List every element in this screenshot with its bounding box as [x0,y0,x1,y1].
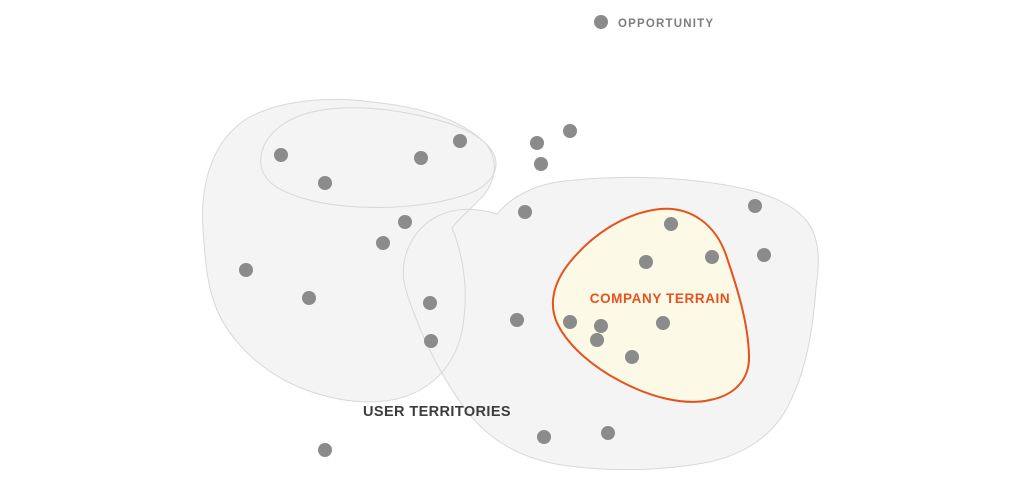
company-terrain-fill [552,208,750,402]
opportunity-dot [748,199,762,213]
opportunity-dot [424,334,438,348]
small-territory-fill [260,107,497,208]
legend-opportunity-dot-icon [594,15,608,29]
opportunity-dot [510,313,524,327]
opportunity-dot [656,316,670,330]
legend-opportunity-label: OPPORTUNITY [618,18,714,30]
opportunity-dots [239,124,771,457]
opportunity-dot [757,248,771,262]
opportunity-dot [398,215,412,229]
opportunity-dot [302,291,316,305]
opportunity-dot [318,443,332,457]
opportunity-dot [530,136,544,150]
opportunity-dot [639,255,653,269]
opportunity-dot [318,176,332,190]
left-territory-outline [202,98,495,403]
opportunity-dot [534,157,548,171]
opportunity-dot [563,124,577,138]
company-terrain-label: COMPANY TERRAIN [590,291,731,306]
opportunity-dot [664,217,678,231]
opportunity-dot [537,430,551,444]
opportunity-dot [453,134,467,148]
company-terrain [551,207,751,403]
right-territory-outline [402,176,819,471]
opportunity-dot [594,319,608,333]
opportunity-dot [239,263,253,277]
legend: OPPORTUNITY [594,15,714,30]
opportunity-dot [423,296,437,310]
company-terrain-outline [551,207,751,403]
opportunity-dot [625,350,639,364]
opportunity-dot [274,148,288,162]
opportunity-dot [590,333,604,347]
opportunity-dot [518,205,532,219]
user-territories-label: USER TERRITORIES [363,404,511,420]
territory-outlines [202,98,819,471]
small-territory-outline [260,107,497,209]
opportunity-dot [601,426,615,440]
opportunity-dot [414,151,428,165]
opportunity-dot [705,250,719,264]
opportunity-dot [563,315,577,329]
opportunity-dot [376,236,390,250]
